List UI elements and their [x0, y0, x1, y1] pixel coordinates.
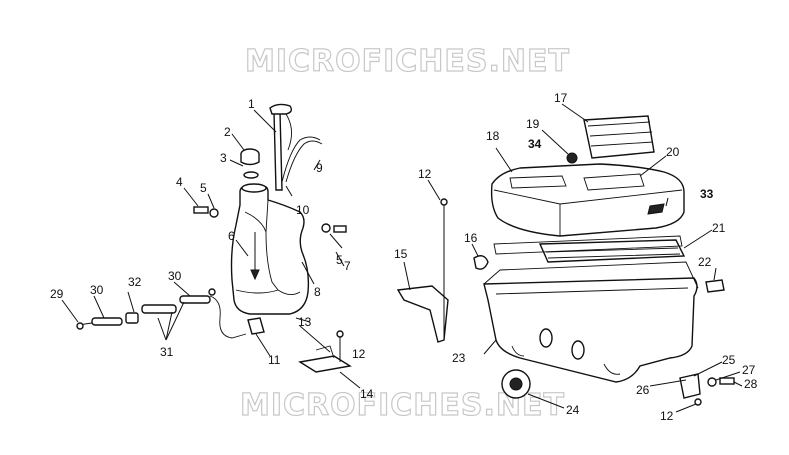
callout-22: 22 [698, 255, 712, 269]
bolt-right [321, 223, 347, 233]
callout-12-left: 12 [352, 347, 366, 361]
callout-7: 7 [344, 259, 351, 273]
callout-20: 20 [666, 145, 680, 159]
callout-2: 2 [224, 125, 231, 139]
callout-9: 9 [316, 161, 323, 175]
battery-box-assembly [396, 115, 735, 406]
callout-16: 16 [464, 231, 478, 245]
callout-15: 15 [394, 247, 408, 261]
fuel-tank-assembly [76, 103, 352, 373]
callout-32: 32 [128, 275, 142, 289]
callout-23: 23 [452, 351, 466, 365]
callout-31: 31 [160, 345, 174, 359]
bracket-15 [396, 285, 449, 343]
callout-30-left: 30 [90, 283, 104, 297]
bracket-14 [298, 355, 352, 373]
bolt-left [193, 206, 219, 218]
callout-24: 24 [566, 403, 580, 417]
callout-18: 18 [486, 129, 500, 143]
filter-element [538, 239, 686, 263]
wheel-24 [501, 369, 531, 399]
fasteners-right [679, 373, 735, 406]
battery-box [483, 277, 698, 383]
callout-12-mid: 12 [418, 167, 432, 181]
callout-17: 17 [554, 91, 568, 105]
callout-29: 29 [50, 287, 64, 301]
callout-34: 34 [528, 137, 542, 151]
callout-labels: 1 2 3 4 5 5 6 7 8 9 10 11 12 12 12 13 14… [50, 91, 758, 423]
callout-5-left: 5 [200, 181, 207, 195]
fuel-line [76, 288, 247, 339]
box-lid [490, 163, 685, 237]
callout-28: 28 [744, 377, 758, 391]
callout-21: 21 [712, 221, 726, 235]
callout-27: 27 [742, 363, 756, 377]
callout-30-right: 30 [168, 269, 182, 283]
knob-19 [566, 152, 578, 164]
callout-6: 6 [228, 229, 235, 243]
clip-16 [473, 255, 489, 270]
watermark-top: MICROFICHES.NET [244, 43, 570, 79]
callout-33: 33 [700, 187, 714, 201]
callout-12-right: 12 [660, 409, 674, 423]
callout-25: 25 [722, 353, 736, 367]
callout-3: 3 [220, 151, 227, 165]
clip-22 [705, 279, 725, 293]
callout-13: 13 [298, 315, 312, 329]
fuel-gauge-rod [273, 111, 283, 191]
callout-10: 10 [296, 203, 310, 217]
callout-1: 1 [248, 97, 255, 111]
callout-8: 8 [314, 285, 321, 299]
foam-block [583, 115, 655, 159]
callout-14: 14 [360, 387, 374, 401]
callout-26: 26 [636, 383, 650, 397]
leader-lines [61, 103, 743, 413]
callout-5-right: 5 [336, 253, 343, 267]
callout-11: 11 [268, 353, 281, 367]
callout-4: 4 [176, 175, 183, 189]
callout-19: 19 [526, 117, 540, 131]
